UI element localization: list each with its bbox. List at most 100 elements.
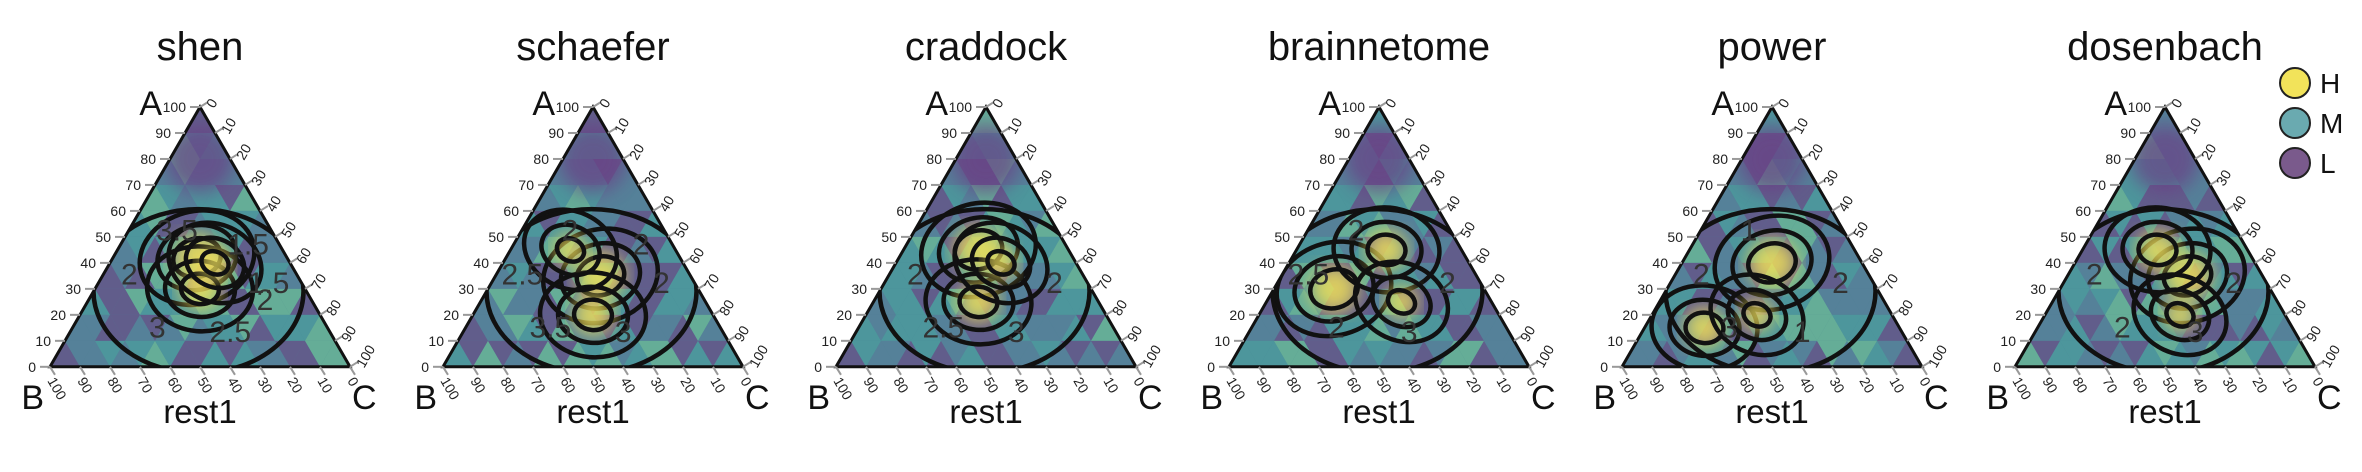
density-cell (200, 314, 230, 341)
tick-label-c: 20 (2198, 141, 2220, 163)
density-cell (2060, 288, 2090, 315)
density-cell (2240, 262, 2270, 289)
tick-label-a: 100 (1735, 99, 1759, 115)
legend-label-H: H (2320, 68, 2340, 99)
tick-mark (2254, 366, 2261, 376)
density-cell (881, 262, 911, 289)
density-contour (1741, 300, 1773, 329)
density-cell (1667, 288, 1697, 315)
tick-mark (742, 366, 749, 376)
tick-label-c: 10 (1790, 115, 1812, 137)
density-cell (2285, 340, 2315, 367)
density-cell (155, 314, 185, 341)
density-cell (926, 262, 956, 289)
tick-label-a: 0 (28, 359, 36, 375)
density-cell (1742, 184, 1772, 211)
density-cell (593, 184, 623, 211)
tick-mark (1681, 366, 1688, 376)
density-cell (503, 262, 533, 289)
contour-label: 2 (1328, 312, 1345, 345)
corner-label-c: C (745, 379, 770, 417)
density-cell (563, 184, 593, 211)
density-cell (2075, 262, 2105, 289)
tick-mark (259, 366, 266, 376)
density-contour (1730, 228, 1814, 298)
corner-label-b: B (1593, 379, 1616, 417)
density-cell (1061, 340, 1091, 367)
tick-mark (1453, 231, 1463, 238)
tick-mark (169, 366, 176, 376)
density-cell (881, 340, 911, 367)
corner-label-a: A (532, 85, 555, 123)
density-cell (2150, 314, 2180, 341)
tick-label-c: 70 (2273, 271, 2295, 293)
tick-mark (49, 366, 56, 376)
tick-mark (592, 101, 602, 108)
density-cell (1379, 184, 1409, 211)
tick-mark (2179, 127, 2189, 134)
tick-label-b: 100 (44, 374, 70, 402)
tick-mark (667, 231, 677, 238)
tick-label-c: 80 (1502, 297, 1524, 319)
density-cell (110, 236, 140, 263)
tick-label-a: 20 (836, 307, 852, 323)
density-cell (638, 314, 668, 341)
tick-mark (472, 366, 479, 376)
density-cell (230, 210, 260, 237)
density-cell (140, 288, 170, 315)
density-cell (2090, 262, 2120, 289)
tick-label-a: 30 (458, 281, 474, 297)
density-cell (533, 184, 563, 211)
contour-label: 2 (653, 267, 670, 300)
tick-label-a: 90 (2120, 125, 2136, 141)
tick-label-a: 0 (1207, 359, 1215, 375)
panel-title: shen (157, 25, 244, 69)
density-cell (1001, 340, 1031, 367)
density-cell (50, 340, 80, 367)
density-cell (896, 236, 926, 263)
density-cell (1862, 340, 1892, 367)
density-cell (2135, 340, 2165, 367)
tick-label-c: 70 (308, 271, 330, 293)
density-cell (140, 262, 170, 289)
contour-label: 2 (562, 215, 579, 248)
tick-mark (1378, 101, 1388, 108)
tick-mark (712, 366, 719, 376)
tick-mark (1513, 334, 1523, 342)
tick-label-a: 0 (814, 359, 822, 375)
tick-label-a: 100 (556, 99, 580, 115)
contour-label: 1 (1741, 215, 1758, 248)
contour-label: 2 (257, 284, 274, 317)
density-cell (170, 340, 200, 367)
tick-mark (334, 334, 344, 342)
tick-mark (592, 366, 599, 376)
density-cell (2105, 236, 2135, 263)
density-cell (1802, 210, 1832, 237)
tick-label-c: 50 (671, 219, 693, 241)
tick-label-c: 50 (2243, 219, 2265, 241)
tick-mark (985, 366, 992, 376)
tick-label-c: 40 (2228, 193, 2250, 215)
tick-label-c: 80 (323, 297, 345, 319)
density-cell (2225, 288, 2255, 315)
tick-label-a: 30 (2030, 281, 2046, 297)
high-density-hotspot (573, 294, 613, 335)
tick-label-c: 20 (626, 141, 648, 163)
density-cell (1802, 314, 1832, 341)
density-cell (1712, 288, 1742, 315)
high-density-hotspot (958, 281, 999, 322)
tick-label-b: 90 (1646, 374, 1668, 396)
density-contour (2145, 241, 2230, 311)
tick-mark (985, 101, 995, 108)
density-cell (1772, 184, 1802, 211)
tick-mark (2074, 366, 2081, 376)
legend-label-L: L (2320, 148, 2336, 179)
tick-mark (2254, 257, 2264, 264)
density-cell (668, 340, 698, 367)
density-cell (836, 340, 866, 367)
tick-mark (1906, 334, 1916, 342)
tick-label-c: 30 (641, 167, 663, 189)
tick-label-a: 90 (548, 125, 564, 141)
contour-label: 2 (1832, 267, 1849, 300)
tick-label-a: 100 (1342, 99, 1366, 115)
